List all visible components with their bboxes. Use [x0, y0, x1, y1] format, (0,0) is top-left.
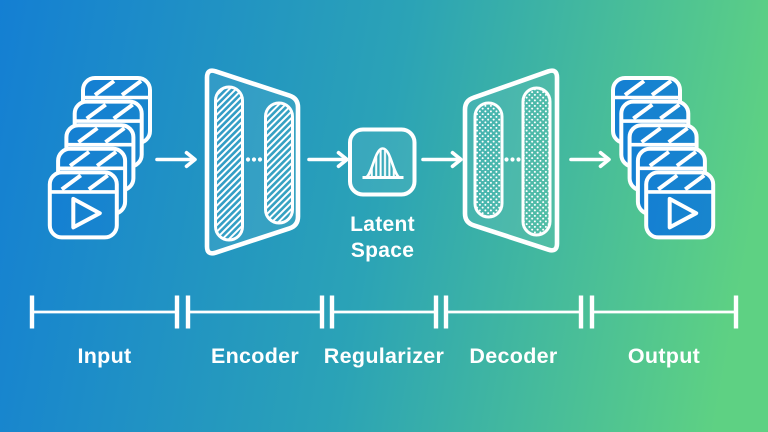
ruler-label-output: Output: [628, 344, 700, 368]
decoder-icon: [462, 68, 560, 253]
gaussian-bell-icon: [364, 147, 402, 179]
ruler-segment-encoder: [188, 296, 322, 329]
ruler-segment-decoder: [446, 296, 581, 329]
ruler-label-decoder: Decoder: [469, 344, 557, 368]
ruler-label-encoder: Encoder: [211, 344, 299, 368]
encoder-layer-bar: [214, 85, 244, 242]
ellipsis-dots-icon: [245, 157, 263, 162]
encoder-layer-bar: [264, 101, 294, 225]
latent-space-label: Latent Space: [350, 213, 415, 262]
latent-space-icon: [348, 127, 417, 197]
latent-label-line2: Space: [351, 239, 414, 262]
decoder-layer-bar: [473, 101, 504, 219]
decoder-layer-bar: [521, 86, 552, 237]
stage-ruler: [32, 296, 736, 329]
ruler-segment-regularizer: [332, 296, 436, 329]
ellipsis-dots-icon: [504, 157, 521, 162]
ruler-segment-output: [592, 296, 736, 329]
latent-label-line1: Latent: [350, 213, 415, 236]
ruler-label-regularizer: Regularizer: [324, 344, 445, 368]
ruler-label-input: Input: [77, 344, 131, 368]
ruler-segment-input: [32, 296, 177, 329]
encoder-icon: [204, 68, 301, 256]
